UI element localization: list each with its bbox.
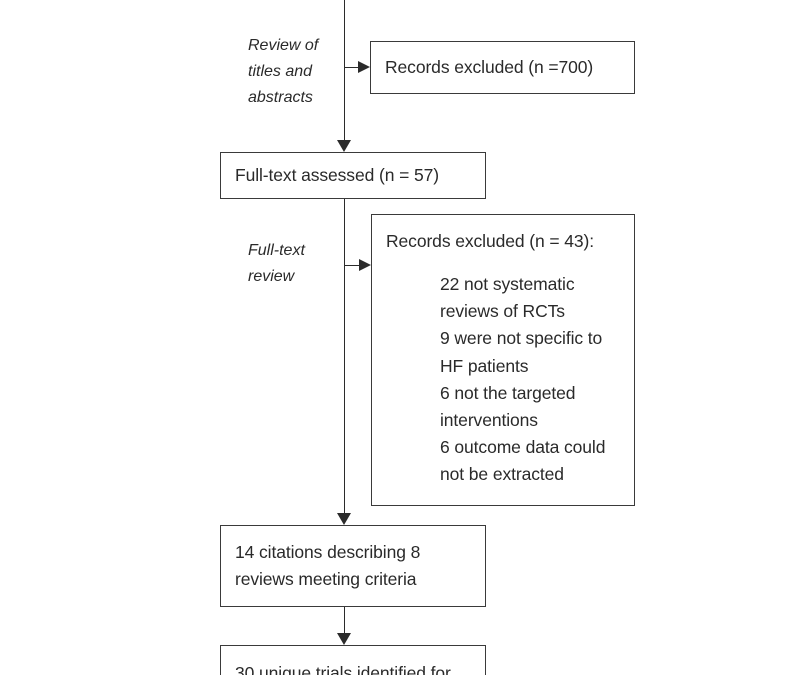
stage-label-screening: Review of titles and abstracts: [248, 33, 318, 111]
box-records-excluded-43-reason-7: 6 outcome data could: [440, 436, 606, 457]
arrow-into-full-text-assessed: [337, 140, 351, 152]
stage-label-screening-line-3: abstracts: [248, 88, 313, 106]
box-citations-included: 14 citations describing 8 reviews meetin…: [220, 525, 486, 607]
box-records-excluded-43-heading: Records excluded (n = 43):: [386, 231, 594, 251]
box-records-excluded-43-reason-2: reviews of RCTs: [440, 301, 565, 322]
box-citations-included-line-1: 14 citations describing 8: [235, 541, 421, 562]
box-unique-trials-line-1: 30 unique trials identified for: [235, 663, 451, 675]
box-citations-included-line-2: reviews meeting criteria: [235, 569, 417, 589]
stage-label-screening-line-1: Review of: [248, 37, 319, 54]
box-records-excluded-43: Records excluded (n = 43): 22 not system…: [371, 214, 635, 506]
spacer: [386, 255, 620, 271]
box-records-excluded-43-reason-8: not be extracted: [440, 464, 564, 484]
arrow-into-records-excluded-700: [358, 60, 370, 73]
stage-label-screening-line-2: titles and: [248, 62, 313, 80]
box-records-excluded-43-reason-5: 6 not the targeted: [440, 382, 576, 403]
connector-spine-top: [344, 0, 345, 142]
box-records-excluded-43-reason-4: HF patients: [440, 355, 529, 376]
arrow-into-records-excluded-43: [359, 258, 371, 271]
box-records-excluded-43-reason-3: 9 were not specific to: [440, 328, 603, 349]
connector-spine-bottom: [344, 607, 345, 643]
connector-to-records-excluded-700: [344, 67, 368, 68]
box-records-excluded-700: Records excluded (n =700): [370, 41, 635, 94]
stage-label-eligibility: Full-text review: [248, 238, 305, 290]
box-unique-trials: 30 unique trials identified for: [220, 645, 486, 675]
connector-to-records-excluded-43: [344, 265, 369, 266]
box-records-excluded-43-reason-6: interventions: [440, 409, 538, 430]
stage-label-eligibility-line-1: Full-text: [248, 242, 305, 259]
box-full-text-assessed-line-1: Full-text assessed (n = 57): [235, 164, 439, 185]
stage-label-eligibility-line-2: review: [248, 267, 295, 285]
box-records-excluded-43-reason-1: 22 not systematic: [440, 274, 575, 295]
arrow-into-citations-included: [337, 513, 351, 525]
box-records-excluded-700-line-1: Records excluded (n =700): [385, 56, 594, 77]
box-full-text-assessed: Full-text assessed (n = 57): [220, 152, 486, 199]
connector-spine-middle: [344, 198, 345, 523]
arrow-into-unique-trials: [337, 633, 351, 645]
